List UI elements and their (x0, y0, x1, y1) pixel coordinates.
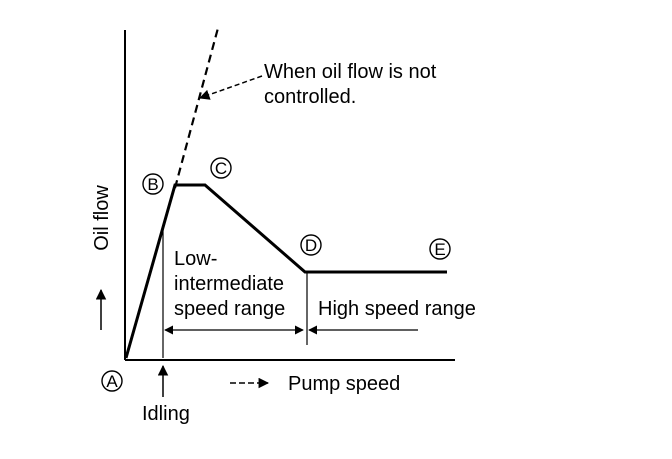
uncontrolled-note-line2: controlled. (264, 86, 356, 108)
point-a-label: A (106, 372, 118, 391)
point-c-label: C (215, 159, 227, 178)
point-d-label: D (305, 236, 317, 255)
idling-label: Idling (142, 403, 190, 425)
uncontrolled-flow-line (173, 27, 220, 189)
high-range-label: High speed range (318, 298, 476, 320)
point-d-marker: D (300, 234, 322, 256)
point-e-label: E (434, 240, 445, 259)
low-range-label-line3: speed range (174, 298, 285, 320)
low-range-label-line2: intermediate (174, 273, 284, 295)
y-axis-label: Oil flow (91, 185, 113, 251)
point-c-marker: C (210, 157, 232, 179)
point-b-label: B (147, 175, 158, 194)
point-a-marker: A (101, 370, 123, 392)
point-e-marker: E (429, 238, 451, 260)
controlled-flow-curve (124, 183, 447, 359)
low-range-label-line1: Low- (174, 248, 217, 270)
uncontrolled-leader-arrow (199, 75, 263, 100)
uncontrolled-note-line1: When oil flow is not (264, 61, 437, 83)
point-b-marker: B (142, 173, 164, 195)
x-axis-label: Pump speed (288, 373, 400, 395)
